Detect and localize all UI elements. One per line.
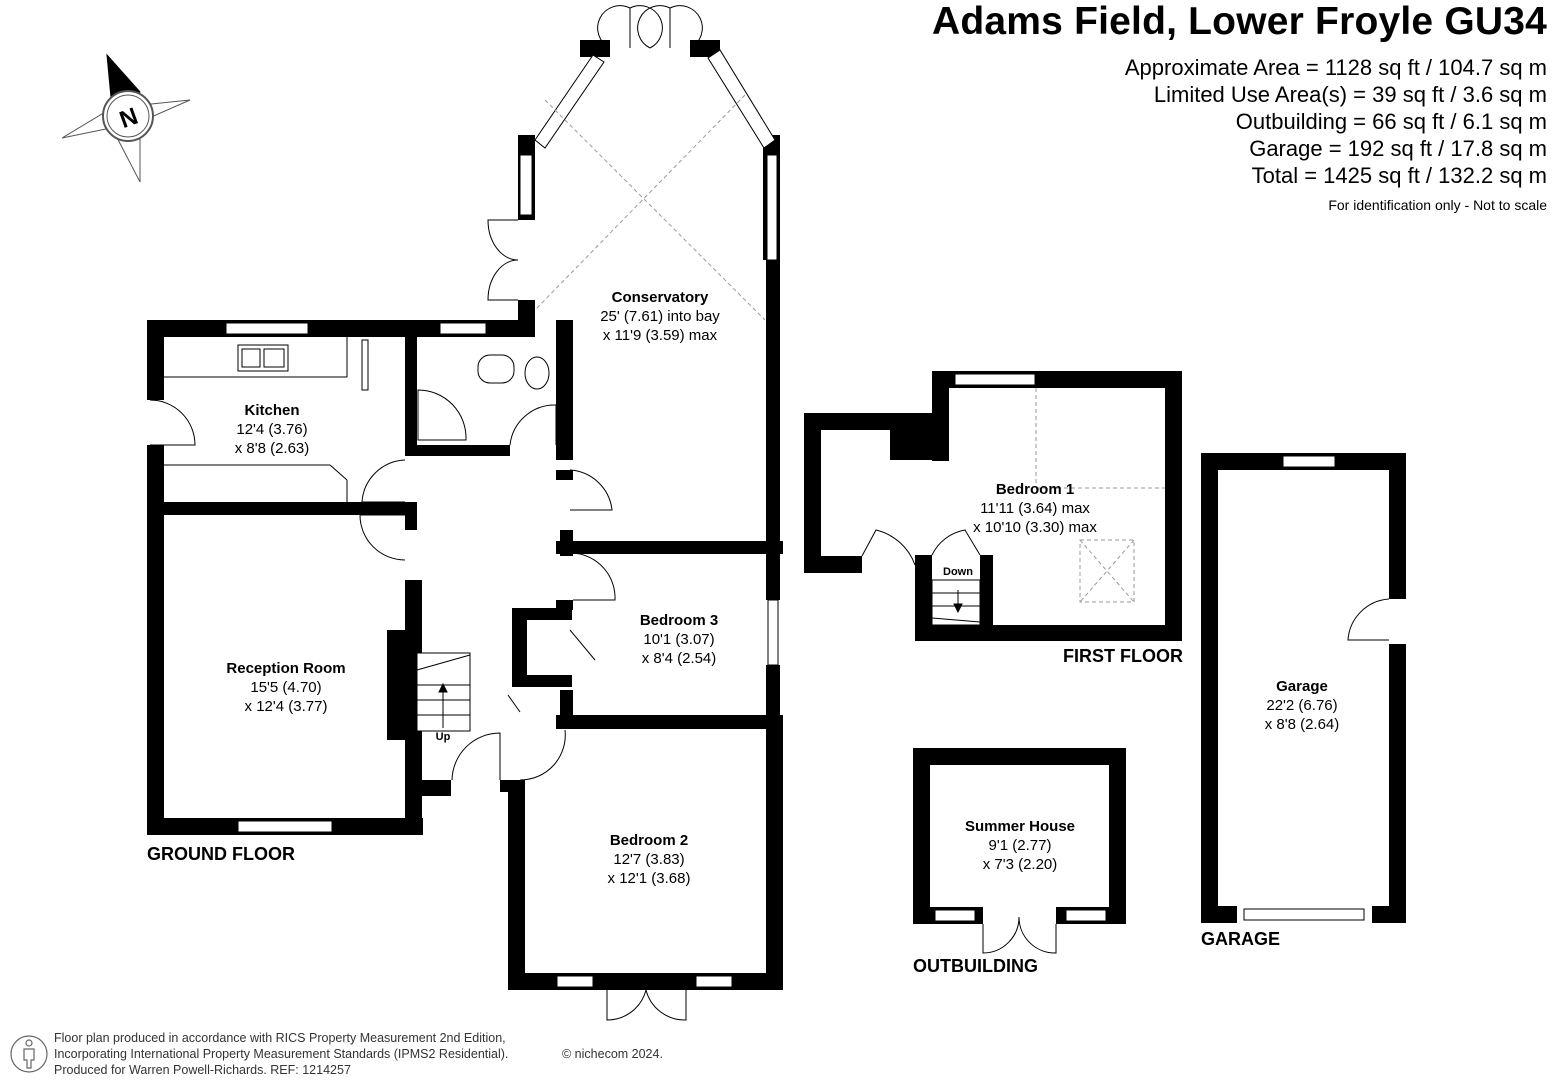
garage-walls xyxy=(1201,453,1406,923)
area-limited-use: Limited Use Area(s) = 39 sq ft / 3.6 sq … xyxy=(1153,82,1547,107)
area-garage: Garage = 192 sq ft / 17.8 sq m xyxy=(1249,136,1547,161)
room-dim-bedroom1-2: x 10'10 (3.30) max xyxy=(973,519,1097,536)
room-dim-bedroom2-2: x 12'1 (3.68) xyxy=(608,870,691,887)
outbuilding-walls xyxy=(913,748,1126,924)
floor-label-first: FIRST FLOOR xyxy=(1063,646,1183,666)
room-name-kitchen: Kitchen xyxy=(244,402,299,419)
footer-line-2: Incorporating International Property Mea… xyxy=(54,1047,509,1061)
room-dim-garage-1: 22'2 (6.76) xyxy=(1266,697,1337,714)
garage-openings xyxy=(1243,455,1365,921)
conservatory-roof-lines xyxy=(534,94,766,321)
bathroom-fittings xyxy=(417,354,550,441)
room-dim-reception-1: 15'5 (4.70) xyxy=(250,679,321,696)
footer-line-3: Produced for Warren Powell-Richards. REF… xyxy=(54,1063,351,1077)
area-outbuilding: Outbuilding = 66 sq ft / 6.1 sq m xyxy=(1235,109,1547,134)
outbuilding-windows xyxy=(934,909,1107,922)
floor-label-outbuilding: OUTBUILDING xyxy=(913,956,1038,976)
room-dim-garage-2: x 8'8 (2.64) xyxy=(1265,716,1340,733)
room-name-bedroom2: Bedroom 2 xyxy=(610,832,688,849)
ground-floor-windows xyxy=(225,49,779,988)
room-dim-summerhouse-2: x 7'3 (2.20) xyxy=(983,856,1058,873)
first-floor-window xyxy=(954,373,1036,386)
first-floor-dashed xyxy=(1035,388,1165,603)
footer-line-1: Floor plan produced in accordance with R… xyxy=(54,1031,506,1045)
room-dim-bedroom1-1: 11'11 (3.64) max xyxy=(980,500,1090,517)
first-floor-details xyxy=(861,529,981,626)
kitchen-fittings xyxy=(164,337,369,502)
footer: Floor plan produced in accordance with R… xyxy=(54,1030,663,1078)
room-dim-summerhouse-1: 9'1 (2.77) xyxy=(989,837,1052,854)
room-name-bedroom3: Bedroom 3 xyxy=(640,612,718,629)
garage-door xyxy=(1347,598,1390,641)
room-name-reception: Reception Room xyxy=(226,660,345,677)
floor-label-ground: GROUND FLOOR xyxy=(147,844,295,864)
room-dim-bedroom2-1: 12'7 (3.83) xyxy=(613,851,684,868)
scale-note: For identification only - Not to scale xyxy=(1328,197,1547,213)
room-name-summerhouse: Summer House xyxy=(965,818,1075,835)
person-icon xyxy=(10,1035,48,1073)
floor-label-garage: GARAGE xyxy=(1201,929,1280,949)
room-name-garage: Garage xyxy=(1276,678,1328,695)
room-dim-kitchen-2: x 8'8 (2.63) xyxy=(235,440,310,457)
stairs-up-label: Up xyxy=(436,731,451,743)
area-total: Total = 1425 sq ft / 132.2 sq m xyxy=(1251,163,1547,188)
stairs-down-label: Down xyxy=(943,566,973,578)
ground-floor-doors xyxy=(149,5,703,1021)
room-name-conservatory: Conservatory xyxy=(612,289,709,306)
room-dim-reception-2: x 12'4 (3.77) xyxy=(245,698,328,715)
room-dim-bedroom3-2: x 8'4 (2.54) xyxy=(642,650,717,667)
footer-copyright: © nichecom 2024. xyxy=(562,1047,663,1061)
room-dim-conservatory-2: x 11'9 (3.59) max xyxy=(603,327,718,344)
stairs-up xyxy=(416,652,471,732)
compass-icon: N xyxy=(61,53,191,183)
area-approximate: Approximate Area = 1128 sq ft / 104.7 sq… xyxy=(1124,55,1547,80)
page-title: Adams Field, Lower Froyle GU34 xyxy=(932,0,1547,43)
outbuilding-doors xyxy=(982,916,1057,954)
room-name-bedroom1: Bedroom 1 xyxy=(996,481,1074,498)
room-dim-conservatory-1: 25' (7.61) into bay xyxy=(600,308,720,325)
room-dim-kitchen-1: 12'4 (3.76) xyxy=(236,421,307,438)
room-dim-bedroom3-1: 10'1 (3.07) xyxy=(643,631,714,648)
